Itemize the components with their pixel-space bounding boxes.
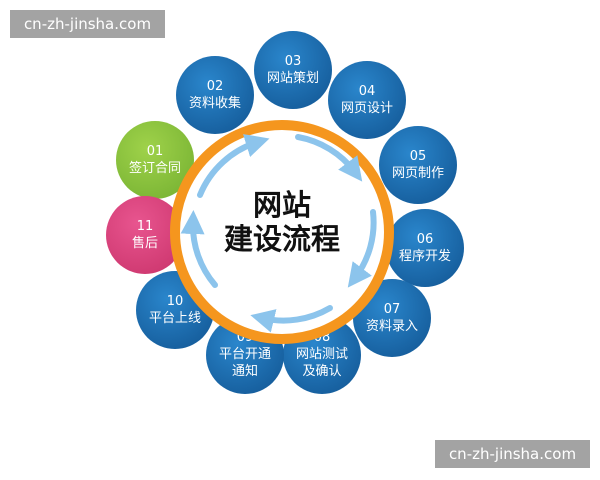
title-line-2: 建设流程 <box>223 222 340 256</box>
arrow-icon <box>347 209 377 288</box>
step-number: 02 <box>206 78 224 94</box>
step-label: 资料收集 <box>188 95 241 111</box>
arrow-icon <box>250 305 333 333</box>
step-number: 04 <box>358 83 376 99</box>
step-number: 05 <box>409 148 427 164</box>
center-title: 网站 建设流程 <box>182 188 382 256</box>
step-label: 网页设计 <box>340 100 393 116</box>
step-number: 06 <box>416 231 434 247</box>
watermark: cn-zh-jinsha.com <box>435 440 590 468</box>
step-label: 售后 <box>131 235 158 251</box>
step-label: 签订合同 <box>128 160 181 176</box>
arrow-icon <box>180 210 218 288</box>
step-number: 07 <box>383 301 401 317</box>
step-label: 程序开发 <box>398 248 451 264</box>
step-number: 03 <box>284 53 302 69</box>
title-line-1: 网站 <box>252 188 311 222</box>
step-number: 01 <box>146 143 164 159</box>
step-label: 平台上线 <box>148 310 201 326</box>
step-number: 11 <box>136 218 154 234</box>
arrow-icon <box>197 134 270 198</box>
step-number: 10 <box>166 293 184 309</box>
step-label: 网站测试 及确认 <box>295 347 348 379</box>
watermark: cn-zh-jinsha.com <box>10 10 165 38</box>
arrow-icon <box>295 134 363 182</box>
step-label: 网站策划 <box>266 70 319 86</box>
step-label: 资料录入 <box>365 318 418 334</box>
step-label: 平台开通 通知 <box>218 347 271 379</box>
step-label: 网页制作 <box>391 165 444 181</box>
